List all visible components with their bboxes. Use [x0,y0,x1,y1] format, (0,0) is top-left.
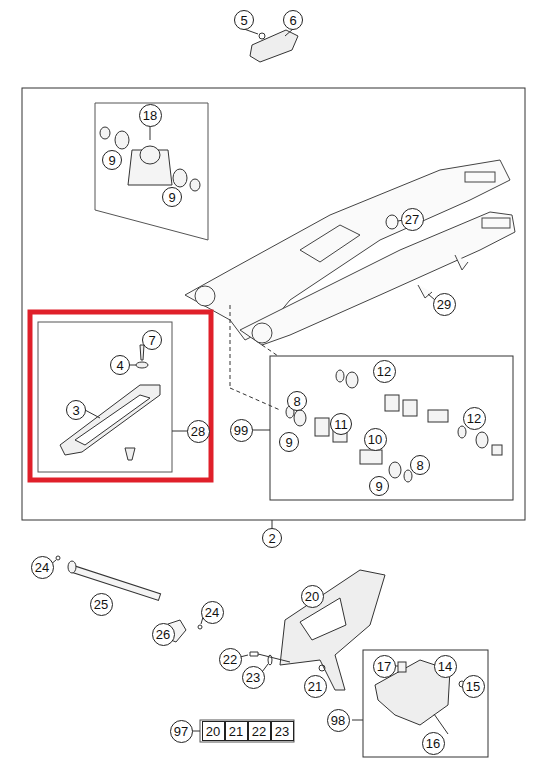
callout-number: 24 [201,601,224,624]
callout-number: 27 [401,208,424,231]
callout-number: 22 [219,648,242,671]
callout-number: 12 [373,360,396,383]
callout-number: 26 [152,623,175,646]
boxed-callout: 23 [271,721,294,741]
callout-number: 21 [304,675,327,698]
callout-number: 4 [110,355,130,375]
callout-number: 8 [287,391,307,411]
callout-number: 12 [463,407,486,430]
callout-number: 25 [90,593,113,616]
boxed-callout: 20 [202,721,225,741]
boxed-callout: 22 [248,721,271,741]
callout-number: 3 [66,400,86,420]
callout-number: 2 [262,528,282,548]
callout-number: 8 [410,455,430,475]
callout-number: 17 [373,655,396,678]
callout-number: 20 [301,585,324,608]
callout-number: 9 [162,187,182,207]
callout-number: 5 [234,10,254,30]
boxed-callout: 21 [225,721,248,741]
callout-number: 10 [364,428,387,451]
callout-number: 28 [187,420,210,443]
callout-number: 14 [434,655,457,678]
callout-number: 18 [139,104,162,127]
callout-number: 98 [327,709,350,732]
callout-number: 23 [242,666,265,689]
callout-number: 24 [31,556,54,579]
callout-number: 97 [170,720,193,743]
callout-number: 7 [142,330,162,350]
callout-number: 9 [102,150,122,170]
callout-number: 99 [230,419,253,442]
callout-number: 11 [330,413,352,435]
callout-number: 15 [462,675,485,698]
callout-number: 9 [279,432,299,452]
callout-number: 16 [422,732,445,755]
callout-number: 9 [369,476,389,496]
callout-number: 6 [283,10,303,30]
callout-number: 29 [433,293,456,316]
